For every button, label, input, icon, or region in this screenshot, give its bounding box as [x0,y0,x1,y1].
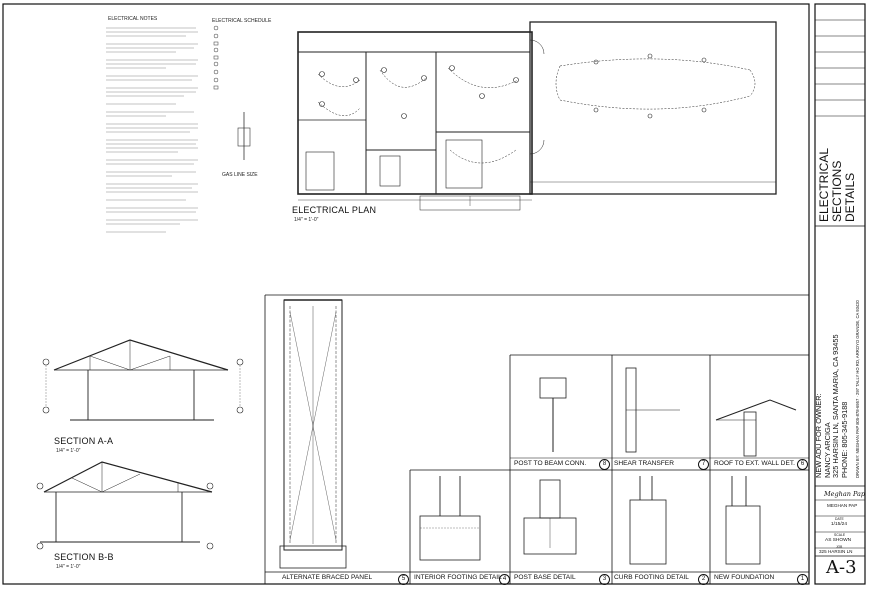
detail-label-interior-footing: INTERIOR FOOTING DETAIL [414,574,502,581]
electrical-plan-title: ELECTRICAL PLAN [292,205,377,215]
shear-transfer-drawing [625,367,680,453]
post-base-drawing [523,479,577,555]
owner-phone: PHONE: 805-345-9188 [839,401,849,478]
new-foundation-drawing [725,476,761,565]
gas-line-size-title: GAS LINE SIZE [222,172,258,178]
detail-number-4: 4 [499,574,510,585]
detail-number-6: 6 [797,459,808,470]
electrical-plan-scale: 1/4" = 1'-0" [294,217,319,223]
section-a-a-drawing [42,339,244,421]
section-b-b-title: SECTION B-B [54,552,114,562]
sheet-scale: AS SHOWN [825,538,852,543]
detail-number-1: 1 [797,574,808,585]
electrical-floor-plan [297,21,777,211]
roof-to-wall-drawing [715,399,797,457]
drawn-by: DRAWN BY: MEGHAN PAP 805-878-6957 · 297 … [855,300,860,478]
sheet-number: A-3 [826,557,857,578]
scale-label: SCALE [834,533,846,537]
detail-number-5: 5 [398,574,409,585]
interior-footing-drawing [419,476,481,561]
section-a-a-title: SECTION A-A [54,436,114,446]
date-label: DATE [835,517,844,521]
curb-footing-drawing [629,476,667,565]
sheet-title-line-3: DETAILS [843,172,857,222]
detail-label-roof-to-wall: ROOF TO EXT. WALL DET. [714,460,795,467]
electrical-schedule-title: ELECTRICAL SCHEDULE [212,18,272,24]
detail-number-2: 2 [698,574,709,585]
detail-label-curb-footing: CURB FOOTING DETAIL [614,574,689,581]
braced-panel-drawing [279,299,347,569]
sheet-title: ELECTRICAL SECTIONS DETAILS [817,148,857,222]
detail-number-8: 8 [599,459,610,470]
section-b-b-scale: 1/4" = 1'-0" [56,564,81,570]
electrical-notes-title: ELECTRICAL NOTES [108,16,158,22]
detail-number-7: 7 [698,459,709,470]
electrical-notes-body [106,24,202,236]
detail-label-shear-transfer: SHEAR TRANSFER [614,460,674,467]
detail-number-3: 3 [599,574,610,585]
sheet-date: 1/15/24 [831,522,848,527]
electrical-schedule-symbols [213,25,251,160]
section-b-b-drawing [36,461,214,550]
section-a-a-scale: 1/4" = 1'-0" [56,448,81,454]
detail-label-post-to-beam: POST TO BEAM CONN. [514,460,587,467]
project-label: JOB [836,545,843,549]
drafter-name: MEGHAN PAP [827,503,858,508]
notes-text-lines [106,27,198,233]
designer-signature: Meghan Pap [824,490,866,498]
detail-label-post-base: POST BASE DETAIL [514,574,576,581]
detail-grid [264,295,809,584]
detail-label-new-foundation: NEW FOUNDATION [714,574,775,581]
project-address: 325 HARSIN LN [819,549,853,554]
post-to-beam-drawing [539,377,567,452]
owner-info: NEW ADU FOR OWNER: NANCY ARCIGA 325 HARS… [814,228,849,478]
detail-label-alternate-braced-panel: ALTERNATE BRACED PANEL [282,574,373,581]
